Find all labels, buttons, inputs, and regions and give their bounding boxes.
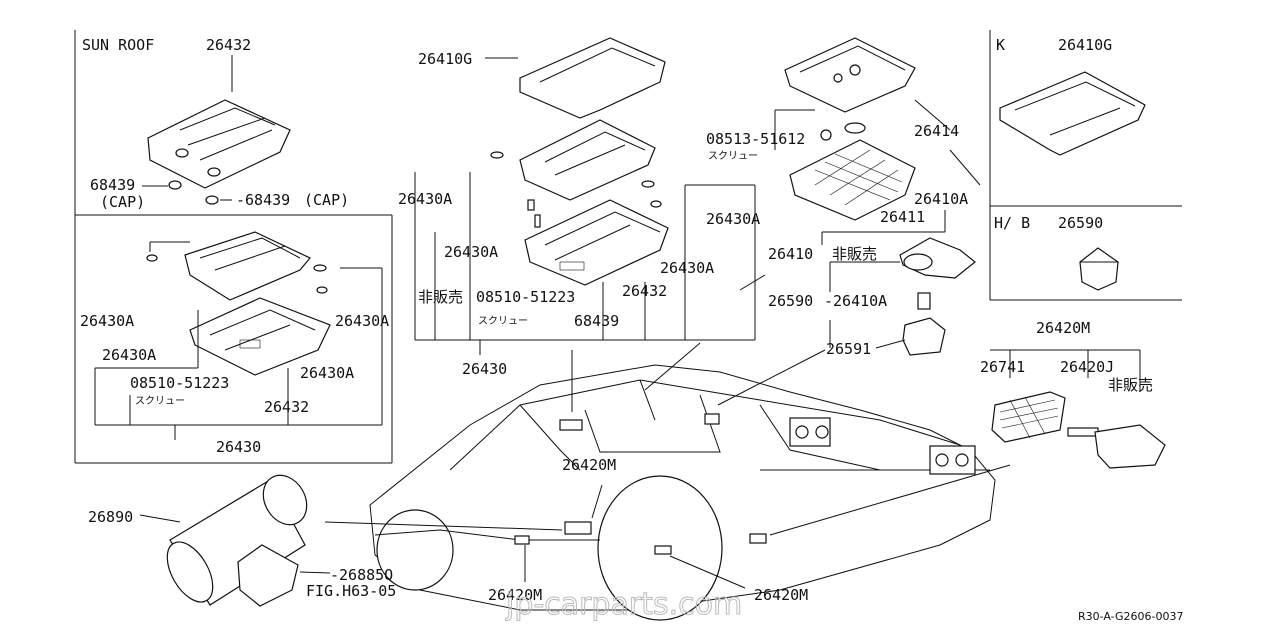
step-lamp-drawing [990,349,1166,469]
label-26590-r: 26590 [768,292,813,310]
label-26410: 26410 [768,245,813,263]
lens-hatch [814,149,903,206]
hb-panel-drawing [1079,247,1119,291]
label-26410A-r1: 26410A [914,190,968,208]
diagram-code: R30-A-G2606-0037 [1078,610,1184,623]
label-26432-l: 26432 [264,398,309,416]
label-08510-c: 08510-51223 [476,288,575,306]
left-lamp-drawing [94,231,383,440]
watermark: jp-carparts.com [505,587,742,622]
right-lamp-drawing [774,37,981,356]
label-hanbai-r: 非販売 [832,245,877,263]
label-cap-a: (CAP) [100,193,145,211]
label-08513: 08513-51612 [706,130,805,148]
label-26430-l: 26430 [216,438,261,456]
label-cap-b: (CAP) [304,191,349,209]
label-26885Q: -26885Q [330,566,393,584]
label-fig: FIG.H63-05 [306,582,396,600]
label-sunroof: SUN ROOF [82,36,154,54]
label-26410G-k: 26410G [1058,36,1112,54]
center-lamp-drawing [414,37,766,355]
label-26420M-r: 26420M [1036,319,1090,337]
label-68439-b: -68439 [236,191,290,209]
label-hanbai-rr: 非販売 [1108,376,1153,394]
label-26430A-l3: 26430A [335,312,389,330]
label-26420J: 26420J [1060,358,1114,376]
label-screw-r: スクリュー [708,150,758,162]
label-26432-sunroof: 26432 [206,36,251,54]
label-26430A-c3: 26430A [706,210,760,228]
label-26420M-2: 26420M [488,586,542,604]
label-screw-c: スクリュー [478,315,528,327]
label-26430A-l1: 26430A [80,312,134,330]
label-26410A-r2: -26410A [824,292,887,310]
label-26410G-c: 26410G [418,50,472,68]
label-26890: 26890 [88,508,133,526]
label-08510-l: 08510-51223 [130,374,229,392]
label-screw-l: スクリュー [135,395,185,407]
sunroof-lamp-drawing [142,55,291,205]
label-hb: H/ B [994,214,1030,232]
label-68439-a: 68439 [90,176,135,194]
labels: SUN ROOF 26432 68439 (CAP) -68439 (CAP) … [80,36,1184,623]
label-hanbai-c: 非販売 [418,288,463,306]
k-panel-drawing [999,71,1146,156]
panel-borders [74,30,1182,464]
label-26591: 26591 [826,340,871,358]
label-26741: 26741 [980,358,1025,376]
label-26590-hb: 26590 [1058,214,1103,232]
label-26432-c: 26432 [622,282,667,300]
label-26430A-c4: 26430A [660,259,714,277]
label-26430A-l4: 26430A [300,364,354,382]
label-26430A-l2: 26430A [102,346,156,364]
label-k: K [996,36,1005,54]
label-26420M-1: 26420M [562,456,616,474]
label-26411: 26411 [880,208,925,226]
vanity-lamp-drawing [139,474,331,607]
label-26430-c: 26430 [462,360,507,378]
label-26430A-c2: 26430A [444,243,498,261]
label-26414: 26414 [914,122,959,140]
car-body-drawing [324,342,1011,621]
label-26420M-3: 26420M [754,586,808,604]
label-68439-c: 68439 [574,312,619,330]
label-26430A-c1: 26430A [398,190,452,208]
